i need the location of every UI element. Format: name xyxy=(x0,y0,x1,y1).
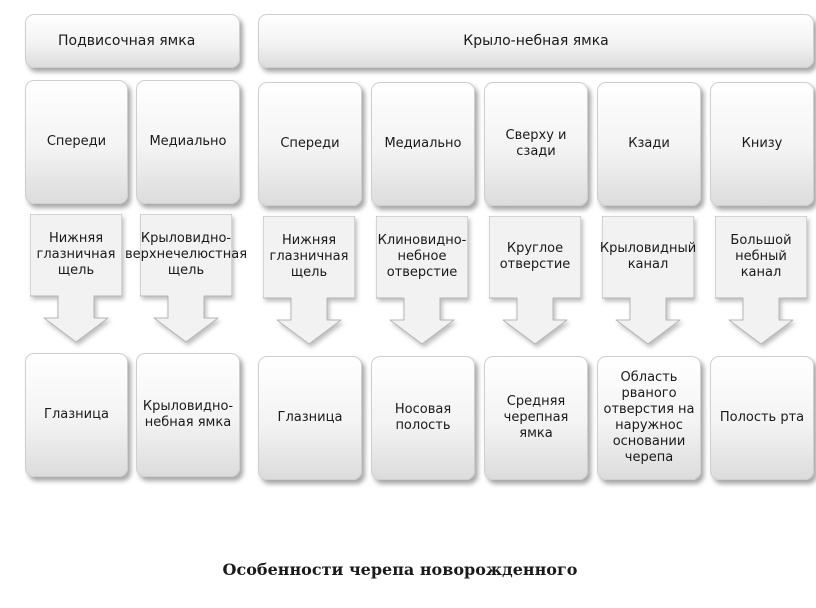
target-label: Крыловидно-небная ямка xyxy=(142,399,234,430)
passage-arrow: Крыловидно-верхнечелюстная щель xyxy=(124,214,248,344)
target-label: Полость рта xyxy=(719,410,805,425)
passage-label: Крыловидный канал xyxy=(599,241,697,272)
direction-box: Спереди xyxy=(25,80,128,204)
header-infratemporal-fossa: Подвисочная ямка xyxy=(25,14,240,68)
passage-arrow: Большой небный канал xyxy=(715,216,807,346)
target-box: Глазница xyxy=(258,356,362,480)
direction-box: Спереди xyxy=(258,82,362,206)
target-label: Средняя черепная ямка xyxy=(503,394,569,441)
down-arrow-icon xyxy=(602,216,694,345)
header-pterygopalatine-fossa: Крыло-небная ямка xyxy=(258,14,814,68)
target-label: Глазница xyxy=(277,410,343,425)
header-label: Подвисочная ямка xyxy=(58,33,196,49)
direction-label: Медиально xyxy=(149,134,227,149)
down-arrow-icon xyxy=(715,216,807,345)
direction-label: Кзади xyxy=(628,136,670,151)
passage-arrow: Крыловидный канал xyxy=(599,216,697,346)
target-box: Глазница xyxy=(25,353,128,477)
down-arrow-icon xyxy=(140,214,232,343)
direction-box: Сверху и сзади xyxy=(484,82,588,206)
passage-label: Клиновидно-небное отверстие xyxy=(377,233,467,280)
passage-arrow: Круглое отверстие xyxy=(489,216,581,346)
direction-box: Кзади xyxy=(597,82,701,206)
target-box: Носовая полость xyxy=(371,356,475,480)
passage-label: Круглое отверстие xyxy=(499,241,571,272)
direction-box: Медиально xyxy=(371,82,475,206)
down-arrow-icon xyxy=(30,214,122,343)
direction-box: Книзу xyxy=(710,82,814,206)
down-arrow-icon xyxy=(263,216,355,345)
direction-label: Спереди xyxy=(280,136,340,151)
direction-box: Медиально xyxy=(136,80,240,204)
direction-label: Медиально xyxy=(384,136,462,151)
direction-label: Книзу xyxy=(741,136,783,151)
passage-label: Крыловидно-верхнечелюстная щель xyxy=(124,231,248,278)
passage-arrow: Нижняя глазничная щель xyxy=(263,216,355,346)
caption: Особенности черепа новорожденного xyxy=(222,560,578,579)
target-box: Крыловидно-небная ямка xyxy=(136,353,240,477)
passage-label: Нижняя глазничная щель xyxy=(269,233,349,280)
down-arrow-icon xyxy=(376,216,468,345)
passage-arrow: Нижняя глазничная щель xyxy=(30,214,122,344)
target-box: Средняя черепная ямка xyxy=(484,356,588,480)
target-label: Область рваного отверстия на наружнос ос… xyxy=(603,370,695,465)
header-label: Крыло-небная ямка xyxy=(463,33,609,49)
target-label: Глазница xyxy=(44,407,109,422)
passage-arrow: Клиновидно-небное отверстие xyxy=(376,216,468,346)
direction-label: Спереди xyxy=(46,134,107,149)
down-arrow-icon xyxy=(489,216,581,345)
passage-label: Нижняя глазничная щель xyxy=(36,231,116,278)
target-box: Полость рта xyxy=(710,356,814,480)
target-label: Носовая полость xyxy=(394,402,452,433)
target-box: Область рваного отверстия на наружнос ос… xyxy=(597,356,701,480)
direction-label: Сверху и сзади xyxy=(505,128,567,159)
passage-label: Большой небный канал xyxy=(730,233,792,280)
